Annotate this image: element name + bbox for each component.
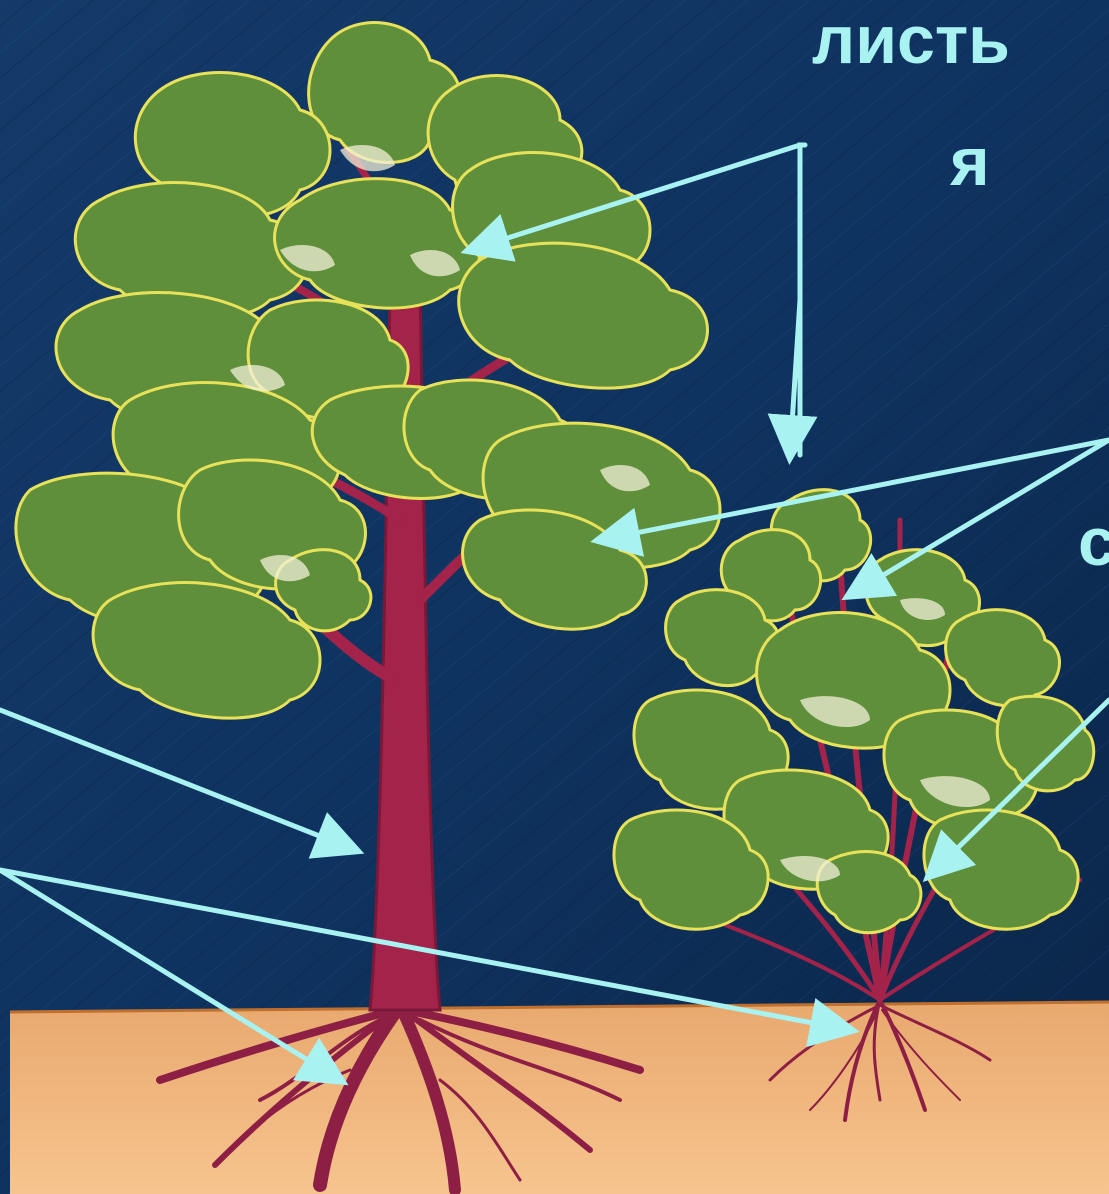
label-leaves-line2: я — [950, 128, 990, 196]
label-leaves-line1: листь — [812, 6, 1010, 74]
soil-ground — [10, 1002, 1109, 1194]
label-right-partial: с — [1078, 508, 1109, 576]
